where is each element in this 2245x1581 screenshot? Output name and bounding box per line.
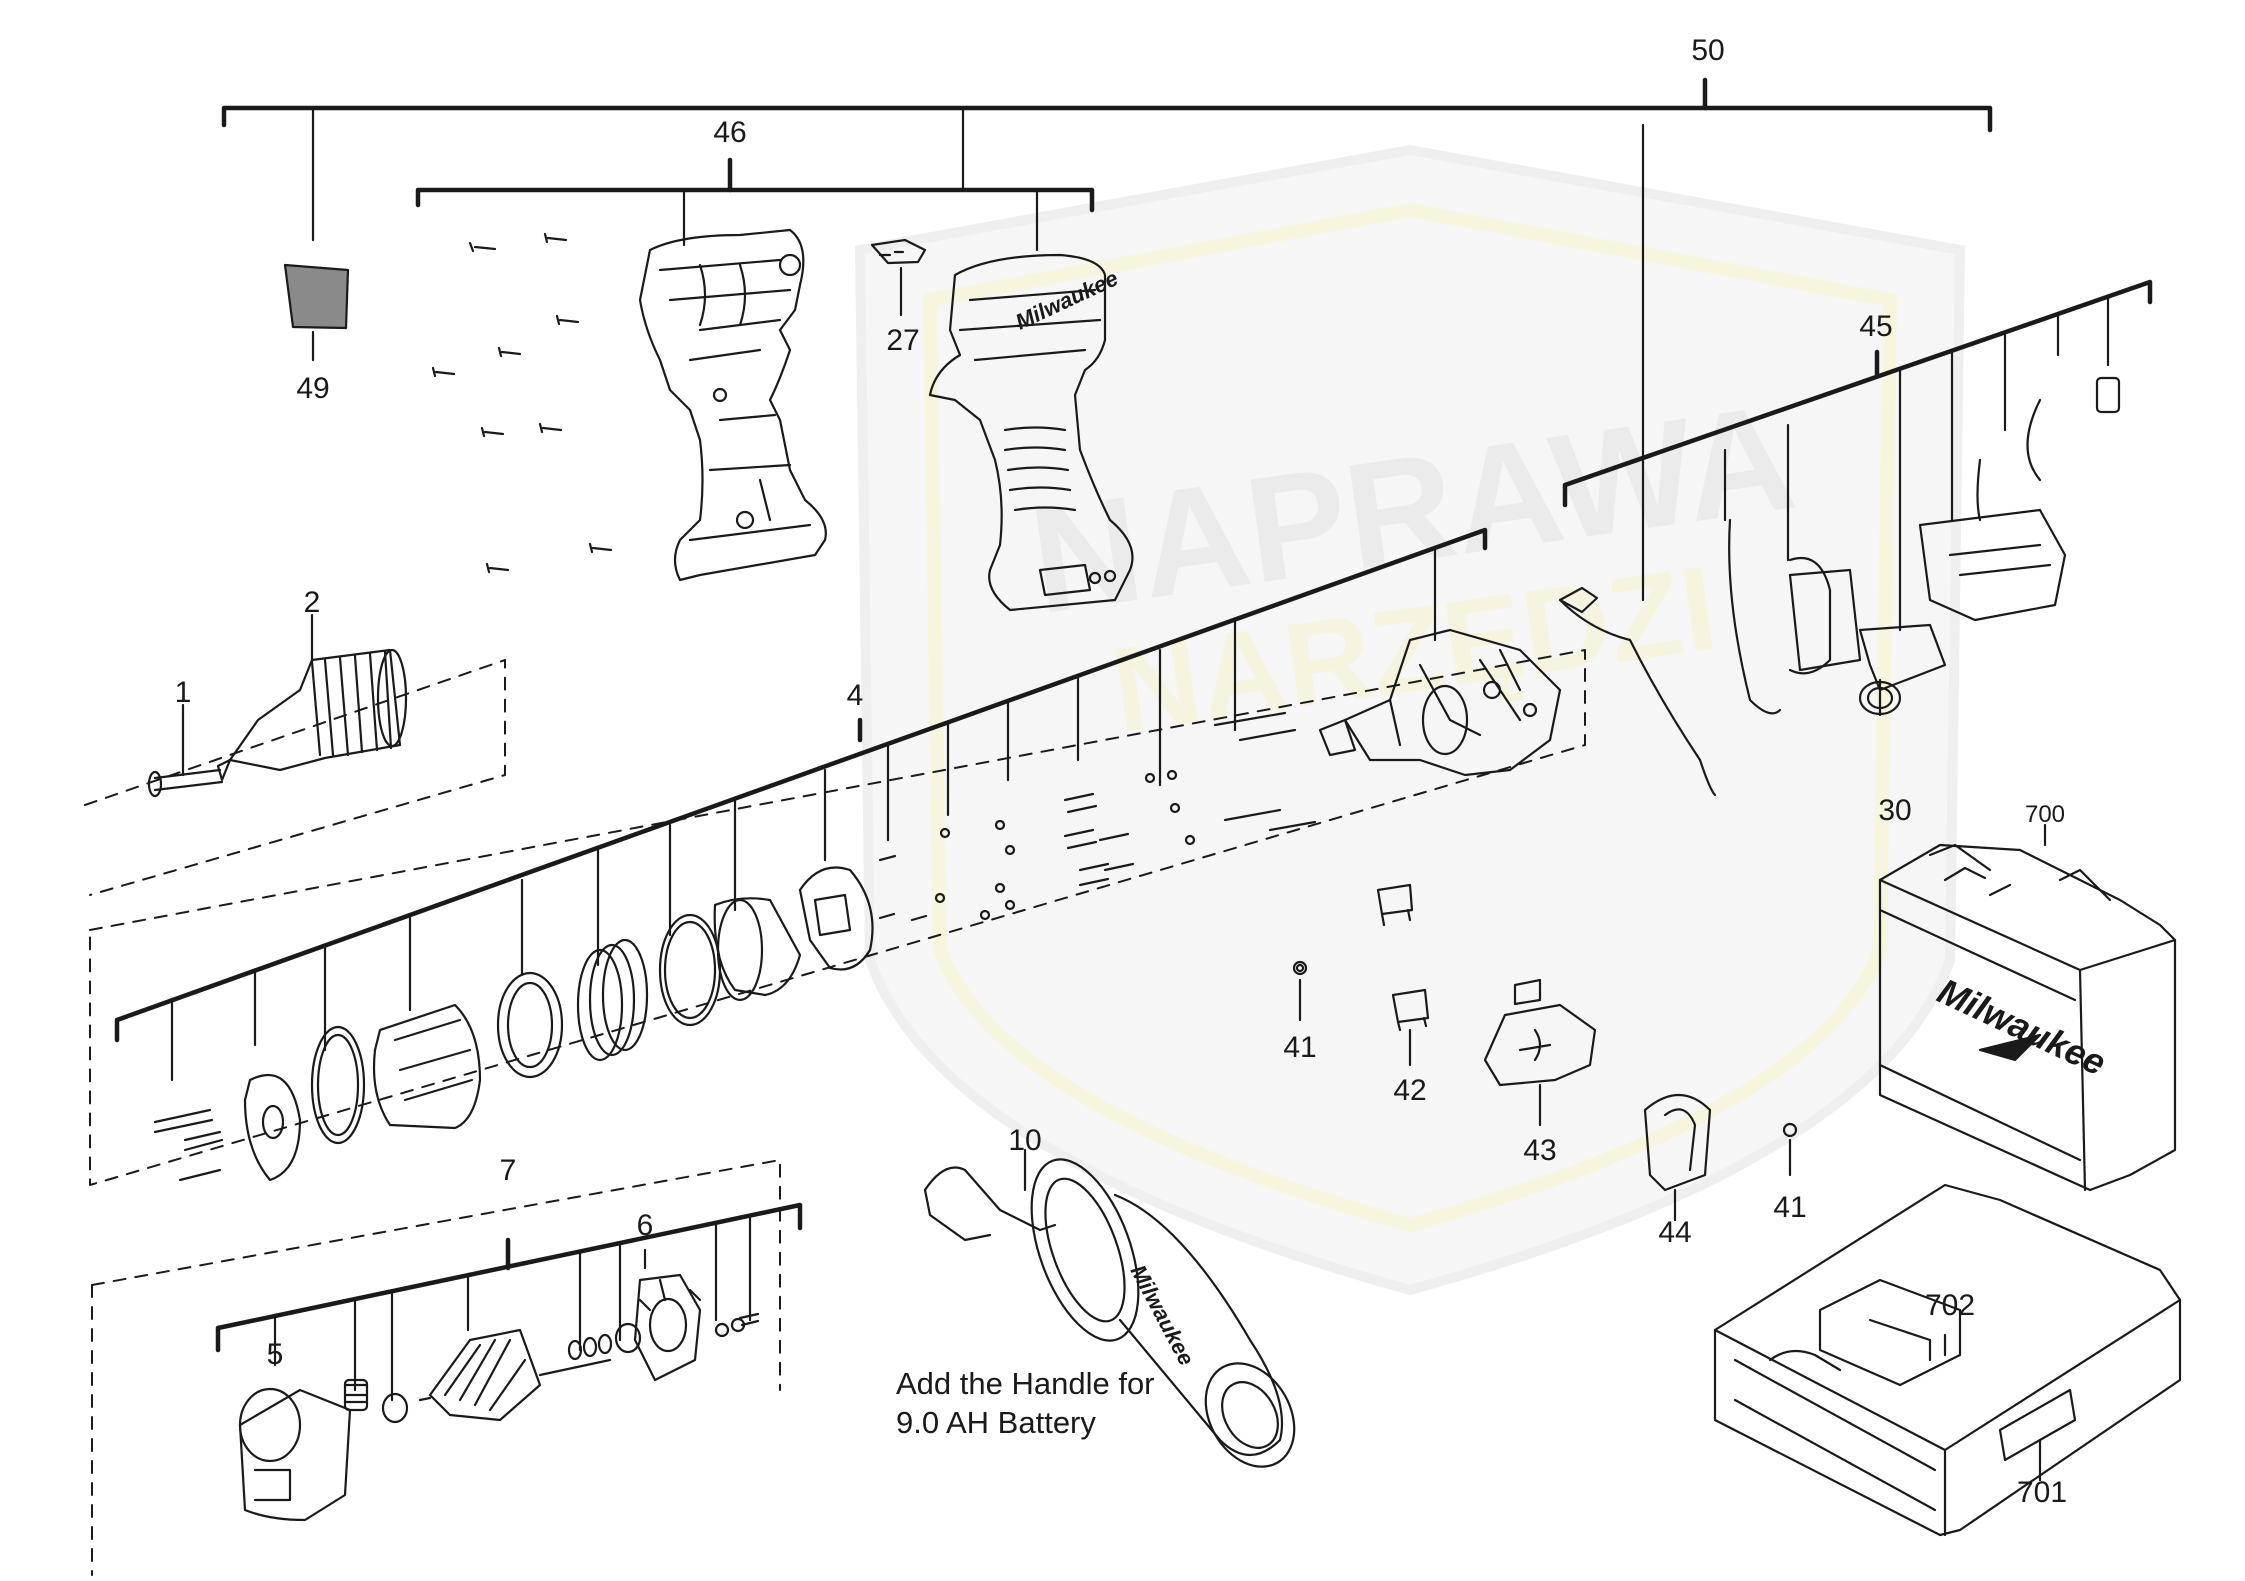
part-44-belt-clip bbox=[1643, 1094, 1712, 1222]
part-701-case-base bbox=[1713, 1183, 2182, 1537]
label-30: 30 bbox=[1878, 794, 1911, 827]
label-44: 44 bbox=[1658, 1216, 1691, 1249]
leader-lines-46 bbox=[682, 188, 1039, 252]
bracket-45 bbox=[1562, 279, 2153, 508]
label-1: 1 bbox=[175, 676, 192, 709]
part-43-battery-terminal bbox=[1483, 978, 1597, 1127]
part-27-switch-cover bbox=[870, 238, 927, 317]
leader-lines-50 bbox=[311, 106, 1645, 602]
label-41a: 41 bbox=[1283, 1031, 1316, 1064]
label-5: 5 bbox=[267, 1338, 284, 1371]
handle-note-line1: Add the Handle for bbox=[896, 1366, 1155, 1401]
part-42-contacts bbox=[1376, 883, 1430, 1067]
label-46: 46 bbox=[713, 116, 746, 149]
handle-note-line2: 9.0 AH Battery bbox=[896, 1405, 1096, 1440]
bracket-4 bbox=[114, 527, 1488, 1043]
label-7: 7 bbox=[500, 1154, 517, 1187]
part-41-screw-a bbox=[1292, 960, 1308, 1022]
section-outlines bbox=[84, 649, 1586, 1576]
label-49: 49 bbox=[296, 372, 329, 405]
part-5-motor-can bbox=[238, 1387, 352, 1522]
part-4-gear-components bbox=[153, 711, 1317, 1182]
part-2-keyless-chuck bbox=[216, 648, 408, 782]
part-702-foam-insert bbox=[1818, 1278, 1962, 1387]
leader-lines-4 bbox=[170, 548, 1437, 1082]
label-45: 45 bbox=[1859, 310, 1892, 343]
label-4: 4 bbox=[847, 679, 864, 712]
part-41-screw-b bbox=[1782, 1122, 1798, 1177]
label-10: 10 bbox=[1008, 1124, 1041, 1157]
label-6: 6 bbox=[637, 1209, 654, 1242]
part-49-label-sticker bbox=[283, 263, 350, 330]
part-labels: 50 46 49 27 45 2 1 4 30 700 41 42 43 7 1… bbox=[175, 34, 2067, 1509]
part-45-wiring bbox=[1558, 376, 2121, 797]
label-43: 43 bbox=[1523, 1134, 1556, 1167]
bracket-7 bbox=[215, 1202, 803, 1353]
leader-lines-45 bbox=[1723, 296, 2110, 632]
label-702: 702 bbox=[1925, 1289, 1975, 1322]
label-42: 42 bbox=[1393, 1074, 1426, 1107]
part-1-chuck-screw bbox=[147, 768, 224, 798]
label-50: 50 bbox=[1691, 34, 1724, 67]
watermark: NAPRAWA NARZĘDZI bbox=[854, 144, 1966, 1296]
label-700: 700 bbox=[2025, 801, 2065, 828]
housing-screws bbox=[431, 232, 613, 574]
gearbox-assembly bbox=[1318, 628, 1562, 777]
part-7-rotor bbox=[343, 1322, 642, 1424]
label-27: 27 bbox=[886, 324, 919, 357]
handle-note: Add the Handle for 9.0 AH Battery bbox=[896, 1364, 1155, 1442]
part-6-electronics-board bbox=[633, 1273, 760, 1382]
housing-left-half bbox=[638, 228, 827, 582]
label-2: 2 bbox=[304, 586, 321, 619]
bracket-46 bbox=[415, 157, 1095, 213]
case-logo: Milwaukee bbox=[1932, 970, 2113, 1083]
label-701: 701 bbox=[2017, 1476, 2067, 1509]
label-41b: 41 bbox=[1773, 1191, 1806, 1224]
leader-lines-7 bbox=[273, 1214, 752, 1402]
bracket-50 bbox=[221, 77, 1993, 133]
